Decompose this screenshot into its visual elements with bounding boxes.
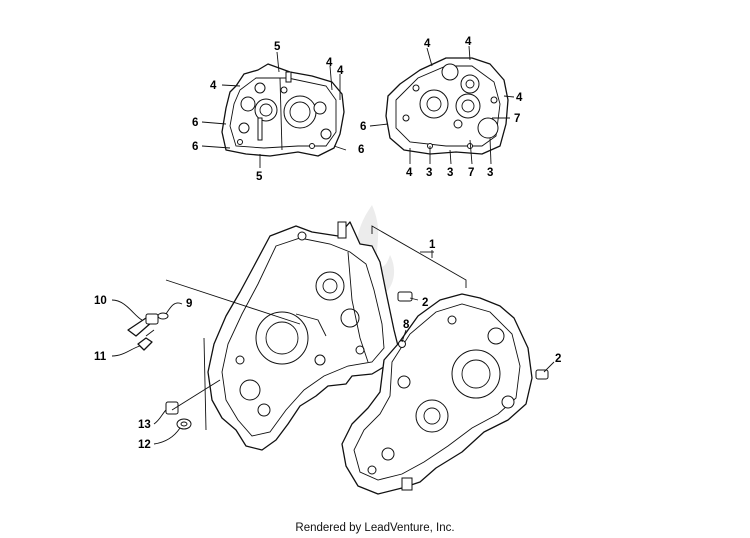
- callout-4: 4: [210, 80, 217, 92]
- callout-6: 6: [358, 144, 364, 156]
- callout-3: 3: [426, 167, 432, 179]
- oring-9: [157, 312, 169, 320]
- crankcase-cover-left-inner: [221, 63, 345, 157]
- callout-2: 2: [555, 353, 561, 365]
- callout-6: 6: [360, 121, 366, 133]
- leader-lines: [111, 45, 555, 445]
- drain-plug-13: [165, 401, 179, 415]
- callout-4: 4: [516, 92, 523, 104]
- callouts-top-right: 4 4 4 6 7 4 3 3 7 3: [360, 36, 523, 179]
- callout-7: 7: [468, 167, 474, 179]
- callout-8: 8: [403, 319, 410, 331]
- dowel-pin-upper: [397, 291, 413, 302]
- callout-4: 4: [424, 38, 431, 50]
- callout-11: 11: [94, 351, 107, 363]
- callout-1: 1: [429, 239, 436, 251]
- callout-12: 12: [138, 439, 151, 451]
- callout-5: 5: [274, 41, 281, 53]
- callout-6: 6: [192, 117, 198, 129]
- callout-6: 6: [192, 141, 198, 153]
- callout-10: 10: [94, 295, 107, 307]
- callout-5: 5: [256, 171, 263, 183]
- callout-4: 4: [406, 167, 413, 179]
- crankcase-right-half: [341, 293, 533, 495]
- crankcase-cover-right-outer: [385, 57, 509, 155]
- crankcase-left-half: [207, 221, 399, 451]
- callout-3: 3: [487, 167, 493, 179]
- callouts-top-left: 5 4 4 4 6 6 6 5: [192, 41, 364, 183]
- callout-2: 2: [422, 297, 428, 309]
- render-credit: Rendered by LeadVenture, Inc.: [295, 522, 454, 534]
- oring-8: [398, 340, 406, 348]
- callout-13: 13: [138, 419, 151, 431]
- callout-4: 4: [326, 57, 333, 69]
- callout-9: 9: [186, 298, 192, 310]
- callout-4: 4: [465, 36, 472, 48]
- dowel-pin-right: [535, 369, 549, 380]
- callout-7: 7: [514, 113, 520, 125]
- assembly-guide-lines: [165, 279, 301, 431]
- bolt-11: [137, 329, 155, 351]
- washer-12: [176, 418, 192, 430]
- callouts-main: 1 2 8 2 9 10 11 13 12: [94, 239, 561, 451]
- breather-fitting-10: [127, 313, 159, 337]
- callout-3: 3: [447, 167, 453, 179]
- callout-4: 4: [337, 65, 344, 77]
